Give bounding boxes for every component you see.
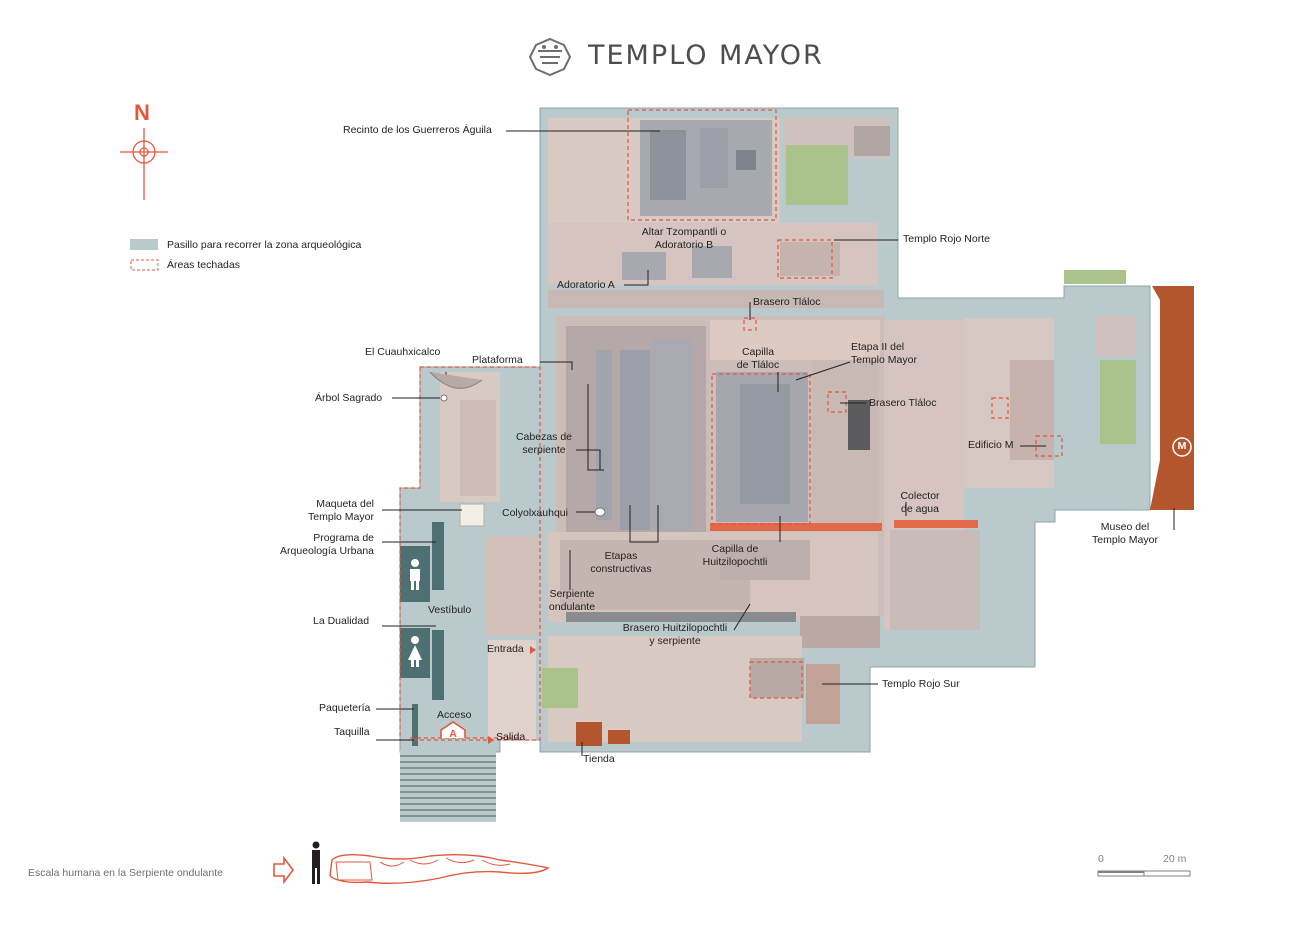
- label-altar-tzompantli: Altar Tzompantli o Adoratorio B: [626, 226, 742, 252]
- label-line: Capilla de: [711, 543, 759, 555]
- label-line: constructivas: [590, 563, 652, 575]
- label-line: Colector: [900, 490, 940, 502]
- label-templo-rojo-sur: Templo Rojo Sur: [882, 678, 960, 690]
- label-line: Museo del: [1100, 521, 1150, 533]
- label-capilla-huitzilopochtli: Capilla de Huitzilopochtli: [690, 543, 780, 569]
- label-line: Cabezas de: [515, 431, 573, 443]
- label-paqueteria: Paquetería: [319, 702, 371, 714]
- leader-lines: [376, 130, 1175, 756]
- access-icon: [440, 721, 466, 738]
- markers: [429, 371, 606, 517]
- label-line: Maqueta del: [316, 498, 374, 510]
- label-programa-arqueologia: Programa de Arqueología Urbana: [264, 532, 374, 558]
- legend-roofed-swatch: [130, 259, 159, 271]
- label-vestibulo: Vestíbulo: [428, 604, 472, 616]
- north-label: N: [134, 100, 150, 125]
- label-cabezas-serpiente: Cabezas de serpiente: [508, 431, 580, 457]
- legend-walkway-swatch: [130, 239, 158, 250]
- entrance-stairs: [400, 750, 496, 822]
- label-etapa-ii: Etapa II del Templo Mayor: [851, 341, 917, 367]
- serpent-icon: [329, 853, 550, 885]
- label-capilla-tlaloc: Capilla de Tláloc: [722, 346, 794, 372]
- women-restroom-icon: [408, 636, 422, 667]
- label-line: Templo Mayor: [1092, 534, 1158, 546]
- scale-max-label: 20 m: [1163, 853, 1187, 865]
- label-line: Etapa II del: [851, 341, 905, 353]
- label-line: Brasero Huitzilopochtli: [622, 622, 728, 634]
- label-museo-templo-mayor: Museo del Templo Mayor: [1080, 521, 1170, 547]
- label-line: de Tláloc: [736, 359, 780, 371]
- label-brasero-tlaloc-right: Brasero Tláloc: [869, 397, 937, 409]
- label-plataforma: Plataforma: [472, 354, 523, 366]
- arrow-right-icon: [273, 855, 294, 885]
- label-line: Programa de: [313, 532, 374, 544]
- label-brasero-huitzilopochtli: Brasero Huitzilopochtli y serpiente: [612, 622, 738, 648]
- label-museo-icon: M: [1177, 440, 1187, 452]
- human-scale-caption: Escala humana en la Serpiente ondulante: [28, 867, 223, 879]
- templo-mayor-logo-icon: [528, 37, 572, 77]
- label-line: serpiente: [522, 444, 566, 456]
- label-line: ondulante: [548, 601, 596, 613]
- label-line: y serpiente: [649, 635, 701, 647]
- label-maqueta: Maqueta del Templo Mayor: [284, 498, 374, 524]
- label-line: Altar Tzompantli o: [641, 226, 727, 238]
- label-arbol-sagrado: Árbol Sagrado: [315, 392, 383, 404]
- page-title: TEMPLO MAYOR: [588, 40, 824, 71]
- ruins-layer: [400, 118, 1194, 822]
- label-templo-rojo-norte: Templo Rojo Norte: [903, 233, 990, 245]
- label-line: Etapas: [604, 550, 638, 562]
- label-salida: Salida: [496, 731, 526, 743]
- label-line: Capilla: [741, 346, 775, 358]
- shop-building: [576, 722, 602, 746]
- label-etapas-constructivas: Etapas constructivas: [582, 550, 660, 576]
- label-la-dualidad: La Dualidad: [313, 615, 370, 627]
- label-colyolxauhqui: Colyolxauhqui: [502, 507, 568, 519]
- men-restroom-icon: [410, 559, 420, 590]
- label-taquilla: Taquilla: [334, 726, 370, 738]
- legend-roofed-label: Áreas techadas: [167, 259, 240, 271]
- label-adoratorio-a: Adoratorio A: [557, 279, 615, 291]
- label-line: Huitzilopochtli: [702, 556, 768, 568]
- label-acceso: Acceso: [437, 709, 472, 721]
- label-edificio-m: Edificio M: [968, 439, 1014, 451]
- label-line: Templo Mayor: [851, 354, 917, 366]
- north-compass-icon: [120, 128, 168, 200]
- human-figure-icon: [312, 841, 320, 884]
- label-line: Templo Mayor: [308, 511, 374, 523]
- museum-icon: [1172, 437, 1192, 457]
- label-tienda: Tienda: [583, 753, 615, 765]
- restroom-panels: [400, 522, 444, 746]
- label-brasero-tlaloc-top: Brasero Tláloc: [753, 296, 821, 308]
- legend-walkway-label: Pasillo para recorrer la zona arqueológi…: [167, 239, 362, 251]
- scale-bar: [1097, 870, 1191, 877]
- label-entrada: Entrada: [487, 643, 524, 655]
- label-serpiente-ondulante: Serpiente ondulante: [540, 588, 604, 614]
- label-line: Adoratorio B: [654, 239, 714, 251]
- label-recinto-guerreros-aguila: Recinto de los Guerreros Águila: [343, 124, 492, 136]
- label-acceso-icon: A: [449, 728, 457, 740]
- scale-zero-label: 0: [1098, 853, 1104, 865]
- label-line: de agua: [901, 503, 939, 515]
- label-line: Serpiente: [549, 588, 595, 600]
- label-line: Arqueología Urbana: [280, 545, 374, 557]
- label-colector-agua: Colector de agua: [886, 490, 954, 516]
- label-el-cuauhxicalco: El Cuauhxicalco: [365, 346, 441, 358]
